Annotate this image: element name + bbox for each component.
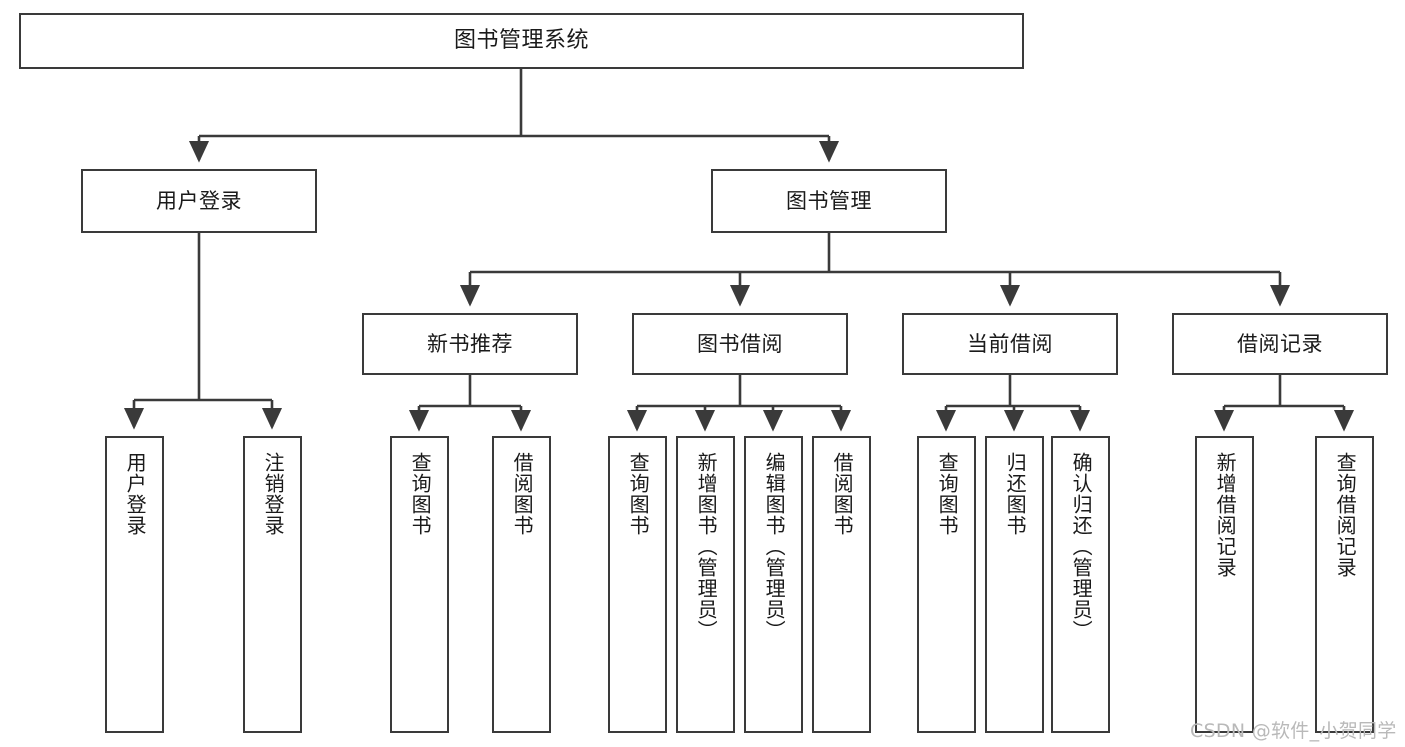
node-label: 用户登录 bbox=[156, 188, 242, 213]
node-label: 当前借阅 bbox=[967, 331, 1053, 356]
node-label: 新增借阅记录 bbox=[1213, 452, 1238, 578]
leaf-borrow-book-new[interactable]: 借阅图书 bbox=[492, 436, 551, 733]
node-label: 借阅记录 bbox=[1237, 331, 1323, 356]
node-label: 图书借阅 bbox=[697, 331, 783, 356]
node-book-borrow[interactable]: 图书借阅 bbox=[632, 313, 848, 375]
node-label: 编辑图书（管理员） bbox=[762, 452, 787, 641]
leaf-return-book[interactable]: 归还图书 bbox=[985, 436, 1044, 733]
node-current-borrow[interactable]: 当前借阅 bbox=[902, 313, 1118, 375]
node-label: 查询图书 bbox=[935, 452, 960, 536]
node-label: 归还图书 bbox=[1003, 452, 1028, 536]
node-label: 查询图书 bbox=[626, 452, 651, 536]
node-label: 查询借阅记录 bbox=[1333, 452, 1358, 578]
node-label: 用户登录 bbox=[123, 452, 148, 536]
node-label: 借阅图书 bbox=[510, 452, 535, 536]
leaf-user-login[interactable]: 用户登录 bbox=[105, 436, 164, 733]
node-borrow-record[interactable]: 借阅记录 bbox=[1172, 313, 1388, 375]
leaf-query-book-current[interactable]: 查询图书 bbox=[917, 436, 976, 733]
leaf-edit-book-admin[interactable]: 编辑图书（管理员） bbox=[744, 436, 803, 733]
leaf-query-book-new[interactable]: 查询图书 bbox=[390, 436, 449, 733]
node-root-book-management-system[interactable]: 图书管理系统 bbox=[19, 13, 1024, 69]
node-label: 图书管理 bbox=[786, 188, 872, 213]
leaf-add-borrow-record[interactable]: 新增借阅记录 bbox=[1195, 436, 1254, 733]
leaf-query-borrow-record[interactable]: 查询借阅记录 bbox=[1315, 436, 1374, 733]
node-label: 注销登录 bbox=[261, 452, 286, 536]
node-label: 新书推荐 bbox=[427, 331, 513, 356]
node-label: 图书管理系统 bbox=[453, 28, 589, 54]
node-label: 确认归还（管理员） bbox=[1069, 452, 1094, 641]
csdn-watermark: CSDN @软件_小贺同学 bbox=[1190, 720, 1397, 742]
node-new-book-recommendation[interactable]: 新书推荐 bbox=[362, 313, 578, 375]
leaf-logout[interactable]: 注销登录 bbox=[243, 436, 302, 733]
leaf-add-book-admin[interactable]: 新增图书（管理员） bbox=[676, 436, 735, 733]
node-label: 查询图书 bbox=[408, 452, 433, 536]
node-user-login[interactable]: 用户登录 bbox=[81, 169, 317, 233]
leaf-confirm-return-admin[interactable]: 确认归还（管理员） bbox=[1051, 436, 1110, 733]
leaf-query-book-borrow[interactable]: 查询图书 bbox=[608, 436, 667, 733]
leaf-borrow-book[interactable]: 借阅图书 bbox=[812, 436, 871, 733]
node-label: 新增图书（管理员） bbox=[694, 452, 719, 641]
node-book-management[interactable]: 图书管理 bbox=[711, 169, 947, 233]
node-label: 借阅图书 bbox=[830, 452, 855, 536]
